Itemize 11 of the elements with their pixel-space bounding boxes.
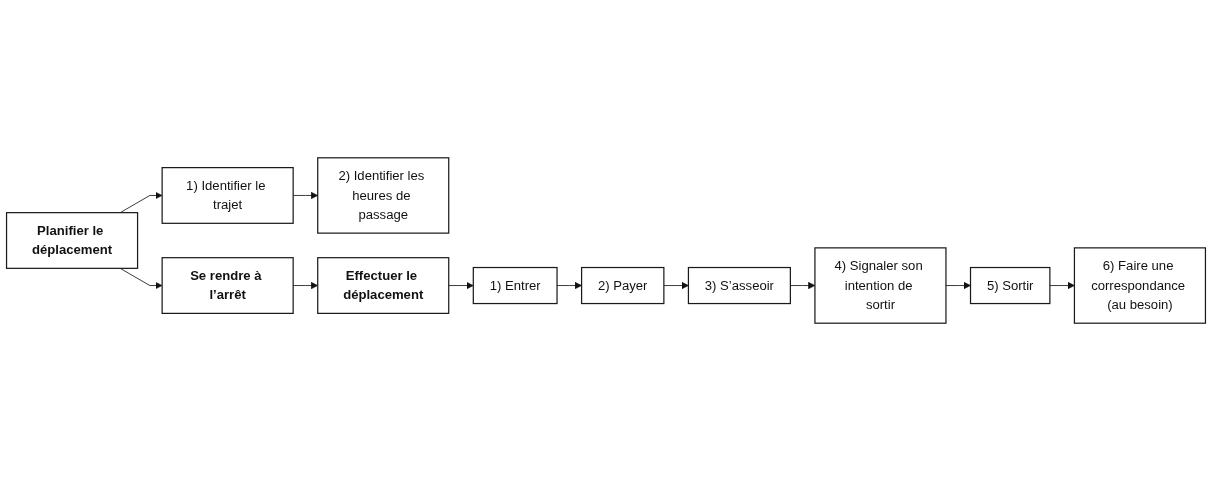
node-box: 6) Faire une correspondance (au besoin) [1073,247,1207,324]
node-box: Effectuer le déplacement [317,257,450,314]
node-box: 4) Signaler son intention de sortir [814,247,947,324]
node-box: 2) Identifier les heures de passage [317,157,450,234]
node-box: 1) Entrer [472,266,558,305]
node-box: Se rendre à l’arrêt [161,257,294,314]
node-box: 5) Sortir [969,266,1051,305]
node-box: Planifier le déplacement [5,212,139,269]
node-box: 3) S’asseoir [687,266,791,305]
node-box: 2) Payer [580,266,665,305]
node-box: 1) Identifier le trajet [161,167,294,224]
